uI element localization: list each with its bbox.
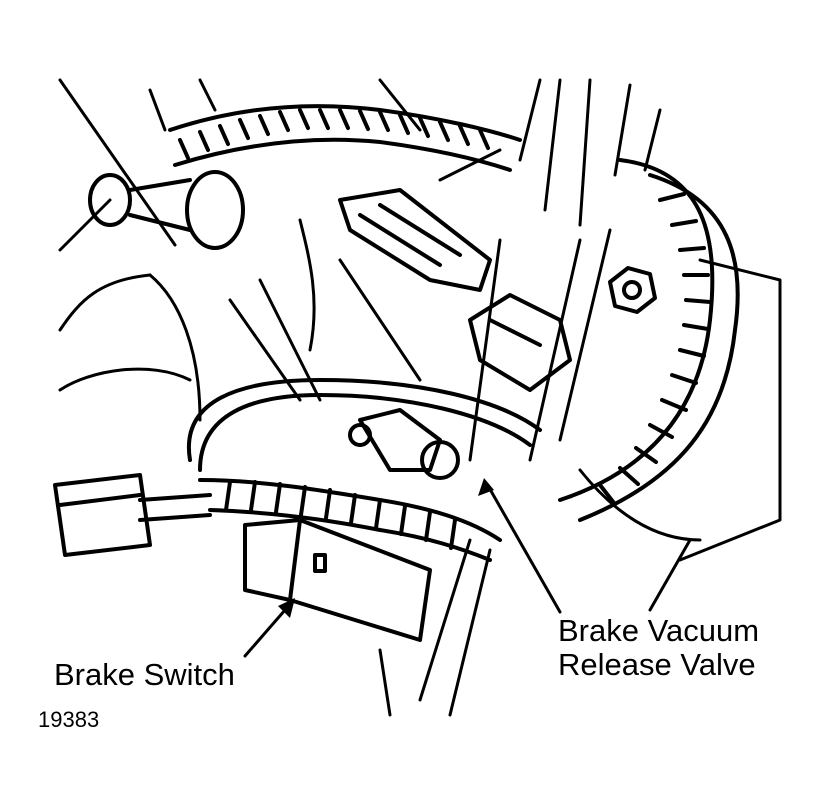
upper-harness: [168, 104, 522, 172]
brake-switch-body: [243, 518, 432, 642]
valve-connector: [468, 293, 572, 392]
vacuum-valve-body: [348, 408, 460, 480]
hex-nut: [608, 266, 657, 314]
valve-leader-line: [485, 482, 562, 614]
figure-number: 19383: [38, 707, 100, 732]
valve-label-line1: Brake Vacuum: [558, 613, 760, 648]
valve-label-line2: Release Valve: [558, 647, 756, 682]
valve-label: Brake Vacuum Release Valve: [558, 614, 759, 682]
left-connector: [53, 473, 212, 557]
switch-label: Brake Switch: [54, 657, 235, 692]
right-harness: [558, 158, 740, 522]
wire-loop: [186, 378, 542, 472]
switch-arrowhead: [278, 598, 295, 618]
lower-harness: [198, 478, 502, 562]
left-fitting: [88, 170, 245, 250]
upper-connector: [338, 188, 492, 292]
valve-arrowhead: [478, 478, 494, 496]
background-structure: [58, 78, 782, 717]
